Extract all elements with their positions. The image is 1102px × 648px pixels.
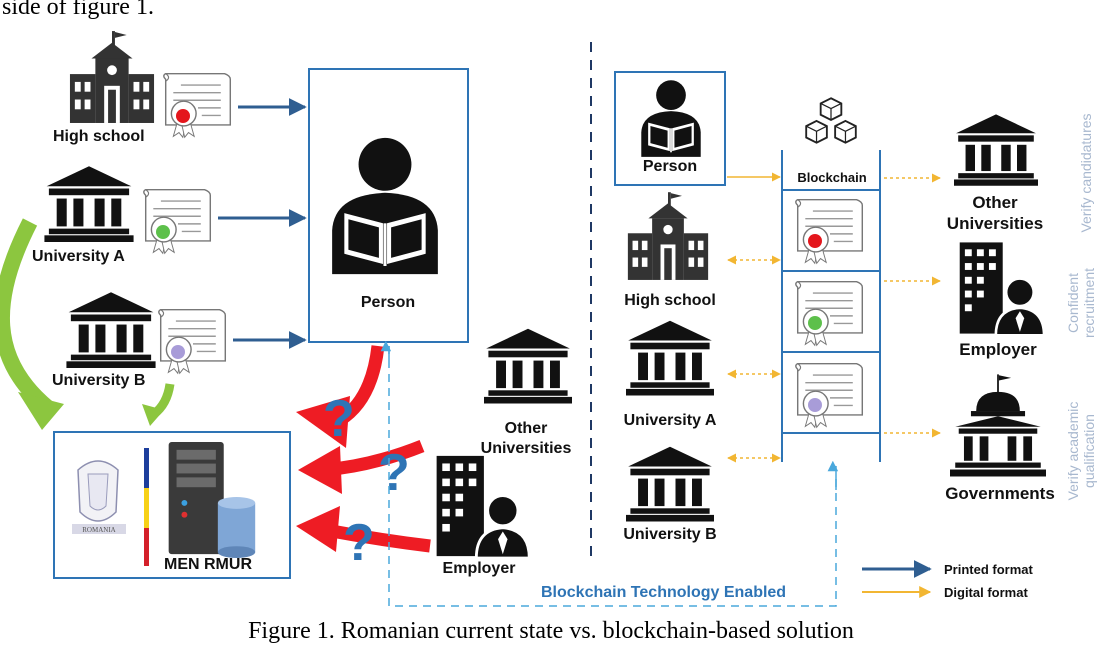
high-school-right-icon [627,192,709,280]
verify-academic-label: Verify academic qualification [1065,391,1099,511]
men-rmur-label: MEN RMUR [164,556,252,573]
university-b-left-label: University B [52,372,146,389]
governments-label: Governments [945,484,1055,503]
svg-text:?: ? [343,514,375,572]
flag-yellow-stripe [144,488,149,528]
other-universities-right-line2: Universities [946,214,1044,233]
certificate-red-right-icon [795,198,864,265]
blockchain-enabled-label: Blockchain Technology Enabled [541,584,787,601]
university-a-left-label: University A [32,248,125,265]
certificate-purple-left-icon [158,308,227,375]
certificate-green-right-icon [795,280,864,347]
university-a-left-icon [44,166,134,242]
verify-academic-line2: qualification [1081,414,1097,488]
green-arrow-big-head [18,392,64,430]
svg-text:?: ? [323,390,355,448]
seal-green-right [808,316,822,330]
legend-printed-label: Printed format [944,562,1033,577]
university-b-right-label: University B [623,526,717,543]
employer-right-icon [958,241,1044,336]
person-left-icon [330,136,440,276]
svg-text:?: ? [378,444,410,502]
employer-left-icon [435,454,530,558]
other-universities-left-icon [484,328,572,404]
blockchain-label: Blockchain [797,170,867,185]
seal-green-left [156,225,170,239]
employer-right-label: Employer [959,340,1037,359]
confident-recruitment-label: Confident recruitment [1065,253,1099,353]
university-b-right-icon [626,446,714,522]
flag-red-stripe [144,528,149,566]
university-a-right-label: University A [623,412,717,429]
svg-text:ROMANIA: ROMANIA [82,526,115,534]
seal-red-right [808,234,822,248]
other-universities-right-icon [954,114,1038,186]
person-left-label: Person [360,294,416,311]
green-arrow-small-head [142,404,164,426]
red-arrows [296,345,431,553]
other-universities-left-line1: Other [504,420,548,437]
figure-caption: Figure 1. Romanian current state vs. blo… [248,618,854,644]
person-right-label: Person [642,158,698,175]
person-right-icon [640,79,702,158]
legend-digital-label: Digital format [944,585,1028,600]
verify-academic-line1: Verify academic [1065,401,1081,501]
blockchain-enabled-loop [388,346,837,607]
certificate-purple-right-icon [795,362,864,429]
verify-candidatures-label: Verify candidatures [1078,113,1094,233]
seal-red-left [176,109,190,123]
governments-icon [950,374,1046,477]
certificate-green-left-icon [143,188,212,255]
other-universities-left-line2: Universities [480,440,572,457]
romania-crest-logo: ROMANIA [72,460,126,534]
question-marks: ? ? ? [323,390,410,572]
blockchain-cubes-icon [805,97,857,144]
other-universities-left-label: Other Universities [481,419,572,459]
other-universities-right-line1: Other [972,193,1018,212]
university-b-left-icon [66,292,156,368]
flag-blue-stripe [144,448,149,488]
blockchain-ladder [781,150,881,462]
confident-recruitment-line2: recruitment [1081,267,1097,339]
confident-recruitment-line1: Confident [1065,273,1081,333]
green-arrow-big [0,218,54,415]
seal-purple-right [808,398,822,412]
other-universities-right-label: Other Universities [947,192,1043,234]
employer-left-label: Employer [442,560,516,577]
certificate-red-left-icon [163,72,232,139]
high-school-left-label: High school [53,128,145,145]
seal-purple-left [171,345,185,359]
person-box-right [614,71,726,186]
university-a-right-icon [626,320,714,396]
high-school-right-label: High school [624,292,716,309]
high-school-left-icon [69,31,155,123]
top-text: side of figure 1. [2,0,154,20]
